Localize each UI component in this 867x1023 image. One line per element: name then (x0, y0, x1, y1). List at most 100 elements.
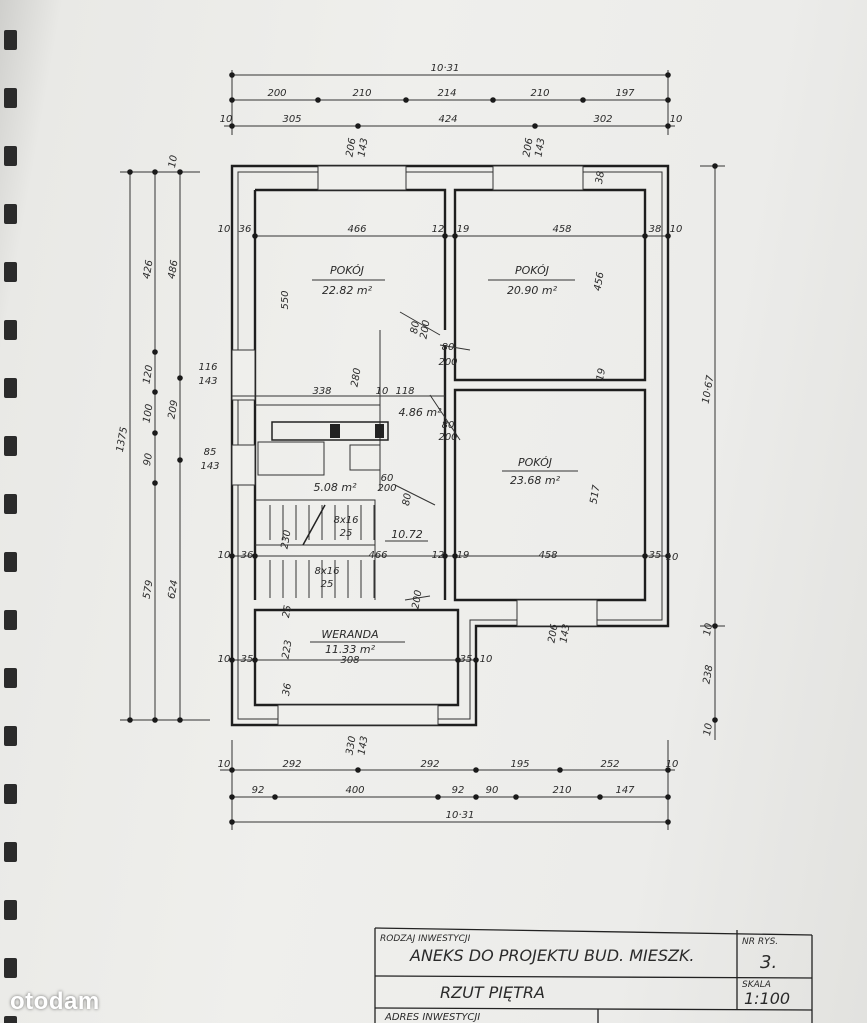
dimension-label: 214 (437, 88, 456, 99)
dimension-label: 36 (281, 682, 294, 696)
room-area: 23.68 m² (510, 474, 561, 487)
binding-ring (4, 552, 17, 572)
dimension-label: 10·31 (446, 810, 475, 821)
dimension-label: 206 (521, 137, 535, 158)
dimension-label: 19 (457, 550, 470, 561)
dimension-label: 302 (593, 114, 612, 125)
dimension-point (665, 794, 671, 800)
dimension-label: 80 (442, 342, 455, 353)
dimension-point (229, 97, 235, 103)
dimension-point (152, 169, 158, 175)
dimension-label: 197 (615, 88, 635, 99)
dimension-points (127, 72, 718, 825)
drawing-number-label: NR RYS. (742, 937, 778, 947)
dimension-label: 292 (282, 759, 301, 770)
dimension-point (442, 553, 448, 559)
binding-ring (4, 842, 17, 862)
dimension-label: 10 (218, 550, 231, 561)
binding-ring (4, 262, 17, 282)
dimension-label: 12 (432, 550, 445, 561)
area-hall: 4.86 m² (398, 406, 442, 419)
room-area: 22.82 m² (322, 284, 373, 297)
dimension-point (455, 657, 461, 663)
room-name: POKÓJ (330, 264, 364, 277)
dimension-label: 292 (420, 759, 439, 770)
dimension-label: 143 (356, 735, 370, 756)
stair-tread: 25 (321, 579, 334, 590)
investment-type-label: RODZAJ INWESTYCJI (380, 934, 471, 944)
dimension-label: 143 (533, 137, 547, 158)
dimension-label: 35 (241, 654, 254, 665)
dimension-label: 280 (349, 367, 363, 388)
dimension-label: 35 (460, 654, 473, 665)
binding-ring (4, 320, 17, 340)
dimension-point (315, 97, 321, 103)
dimension-label: 195 (510, 759, 529, 770)
dimension-point (229, 819, 235, 825)
dimension-label: 200 (418, 319, 432, 340)
dimension-label: 38 (594, 170, 607, 184)
dimension-point (229, 123, 235, 129)
binding-ring (4, 88, 17, 108)
dimension-point (152, 349, 158, 355)
address-label: ADRES INWESTYCJI (384, 1012, 480, 1023)
binding-ring (4, 668, 17, 688)
dimension-label: 466 (347, 224, 366, 235)
dimension-label: 206 (546, 623, 560, 644)
dimension-point (473, 657, 479, 663)
dimension-label: 10 (480, 654, 493, 665)
dimension-label: 238 (701, 664, 715, 685)
dimension-label: 38 (649, 224, 662, 235)
dimension-label: 143 (198, 376, 217, 387)
dimension-point (229, 657, 235, 663)
dimension-label: 10 (666, 759, 679, 770)
dimension-label: 426 (141, 259, 155, 280)
dimension-label: 330 (344, 735, 358, 756)
staircase (269, 505, 375, 598)
dimension-label: 25 (281, 604, 294, 618)
dimension-label: 19 (457, 224, 470, 235)
dimension-label: 305 (282, 114, 301, 125)
dimension-point (152, 430, 158, 436)
dimension-label: 338 (312, 386, 331, 397)
room-name: POKÓJ (518, 456, 552, 469)
dimension-label: 120 (141, 364, 155, 385)
dimension-point (177, 717, 183, 723)
dimension-point (665, 123, 671, 129)
dimension-label: 10 (218, 654, 231, 665)
dimension-point (712, 163, 718, 169)
binding-ring (4, 146, 17, 166)
dimension-label: 200 (438, 432, 457, 443)
dimension-label: 550 (280, 290, 291, 309)
dimension-label: 486 (166, 259, 180, 280)
binding-ring (4, 30, 17, 50)
dimension-point (665, 72, 671, 78)
dimension-label: 458 (538, 550, 557, 561)
dimension-label: 19 (595, 367, 608, 381)
dimension-label: 10 (167, 154, 180, 168)
dimension-label: 456 (592, 271, 606, 292)
dimension-label: 10 (218, 759, 231, 770)
dimension-point (127, 169, 133, 175)
dimension-label: 466 (368, 550, 387, 561)
dimension-label: 80 (409, 320, 422, 334)
dimension-point (152, 389, 158, 395)
dimension-label: 209 (166, 399, 180, 420)
dimension-label: 252 (600, 759, 619, 770)
dimension-label: 200 (410, 589, 424, 610)
dimension-label: 10 (702, 622, 715, 636)
dimension-point (473, 794, 479, 800)
stair-count: 8x16 (333, 515, 358, 526)
dimension-label: 10 (376, 386, 389, 397)
dimension-point (355, 767, 361, 773)
dimension-point (665, 553, 671, 559)
dimension-point (152, 480, 158, 486)
dimension-point (580, 97, 586, 103)
room-area: 20.90 m² (507, 284, 558, 297)
dimension-point (665, 819, 671, 825)
scale-label: SKALA (742, 980, 771, 990)
dimension-point (229, 72, 235, 78)
stair-count: 8x16 (314, 566, 339, 577)
